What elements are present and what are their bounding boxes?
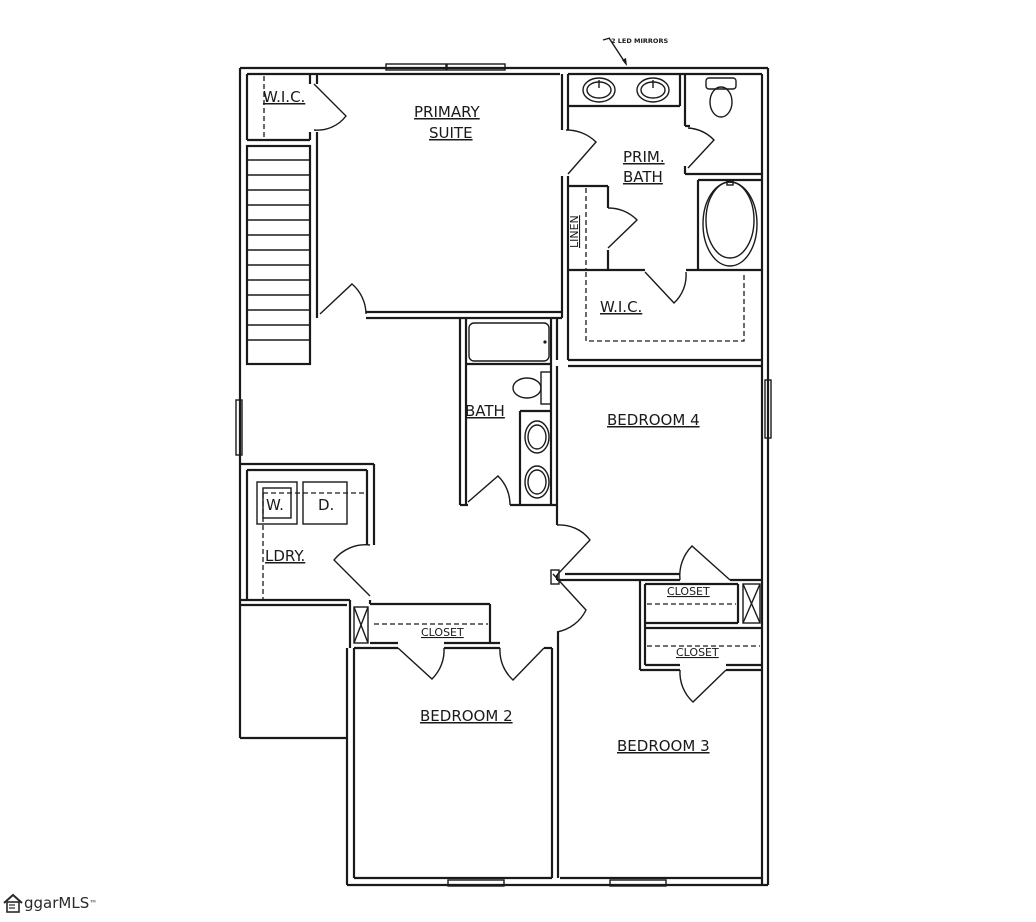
bedroom-3-label: BEDROOM 3 [617,737,710,755]
bedroom-4-label: BEDROOM 4 [607,411,700,429]
hall-doors [550,569,587,633]
toilet-icon [512,371,552,405]
bedroom-2-label: BEDROOM 2 [420,707,513,725]
primary-suite-room: PRIMARY SUITE [319,74,597,360]
primary-bath-label-line1: PRIM. [623,148,665,166]
closet-b2-label: CLOSET [421,626,464,639]
sink-icon [582,77,616,103]
bath-label: BATH [465,402,505,420]
stairs [245,144,312,366]
primary-suite-label-line1: PRIMARY [414,103,481,121]
dryer-icon: D. [302,481,348,525]
primary-suite-label-line2: SUITE [429,124,473,142]
windows [235,63,772,887]
watermark-text: ggarMLS [24,894,90,912]
laundry-label: LDRY. [265,547,305,565]
svg-text:D.: D. [318,496,334,514]
bathtub-icon [702,180,758,267]
closet-b4-room: CLOSET [643,582,761,665]
bath-room: BATH [458,318,559,507]
svg-text:2 LED MIRRORS: 2 LED MIRRORS [611,37,668,45]
primary-bath-room: LINEN PRIM. BATH W.I.C. [568,74,762,368]
wic-1-label: W.I.C. [263,88,305,106]
led-mirrors-annotation: 2 LED MIRRORS [602,37,668,66]
closet-b3-label: CLOSET [676,646,719,659]
wic-2-label: W.I.C. [600,298,642,316]
bedroom-4-room: BEDROOM 4 [549,366,762,582]
closet-b4-label: CLOSET [667,585,710,598]
sink-icon [524,465,550,499]
bathtub-icon [468,322,550,362]
sink-icon [636,77,670,103]
exterior-walls [238,66,770,887]
svg-text:W.: W. [266,496,284,514]
closet-b2-room: CLOSET [348,600,560,878]
toilet-icon [705,77,737,118]
laundry-room: W. D. LDRY. [240,462,376,600]
linen-label: LINEN [568,215,581,248]
wic-1-room: W.I.C. [247,74,347,318]
house-icon [3,893,23,913]
trademark-symbol: ™ [89,898,98,908]
primary-bath-label-line2: BATH [623,168,663,186]
sink-icon [524,420,550,454]
closet-b3-room: CLOSET [638,580,762,703]
